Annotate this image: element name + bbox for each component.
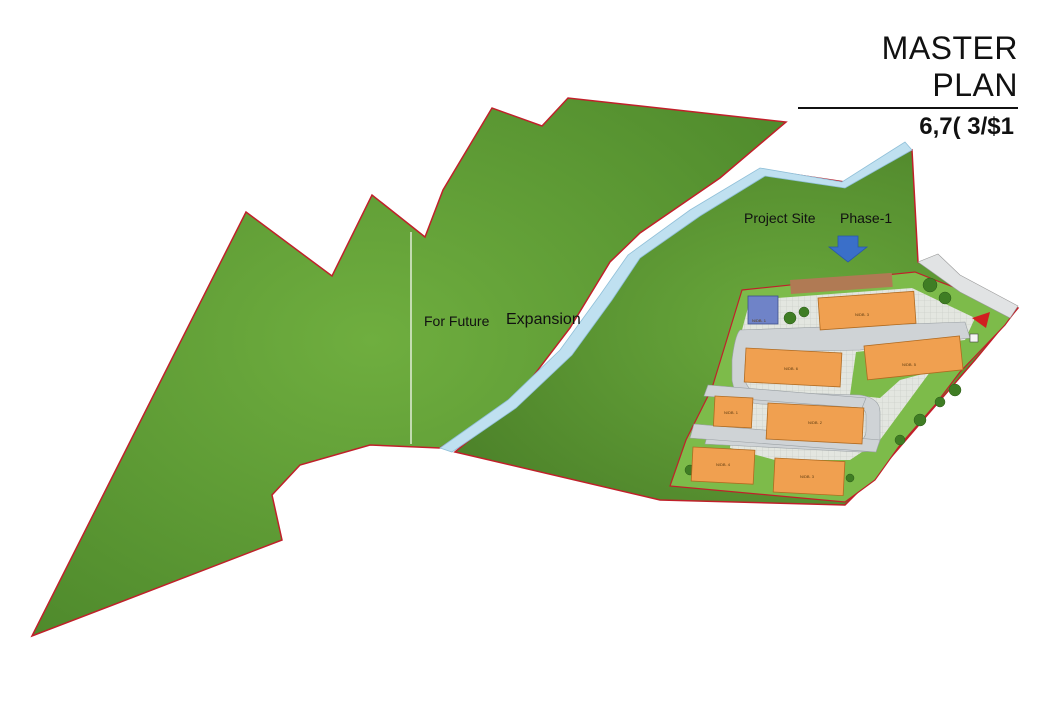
future-expansion-parcel [30,97,788,638]
block-label-3: N/DB. 5 [902,362,917,367]
pavilion-building [747,295,779,325]
building-block-5 [765,402,865,445]
building-block-3 [863,335,964,381]
deck-strip [790,272,893,294]
entry-marker [972,312,990,328]
block-label-4: N/DB. 1 [724,410,739,415]
block-label-5: N/DB. 2 [808,420,823,425]
title-block: MASTER PLAN 6,7( 3/$1 [798,30,1018,141]
block-label-8: N/DB. 1 [752,318,767,323]
stream [439,141,913,453]
block-label-7: N/DB. 3 [800,474,815,479]
entry-road [917,253,1019,319]
site-layout: N/DB. 3 N/DB. 6 N/DB. 5 N/DB. 1 N/DB. 2 … [669,253,1019,503]
building-block-7 [772,457,846,497]
building-block-2 [743,347,843,388]
phase-label: Phase-1 [840,210,892,226]
future-label: For Future [424,313,490,329]
building-block-6 [690,446,756,485]
map-title: MASTER PLAN [798,30,1018,109]
gate [969,333,979,343]
block-label-6: N/DB. 4 [716,462,731,467]
block-label-1: N/DB. 3 [855,312,870,317]
expansion-label: Expansion [506,311,581,328]
block-label-2: N/DB. 6 [784,366,799,371]
building-block-1 [817,290,917,331]
building-block-4 [713,395,754,429]
phase-arrow [827,235,869,263]
project-site-label: Project Site [744,210,816,226]
map-subtitle: 6,7( 3/$1 [919,113,1014,140]
